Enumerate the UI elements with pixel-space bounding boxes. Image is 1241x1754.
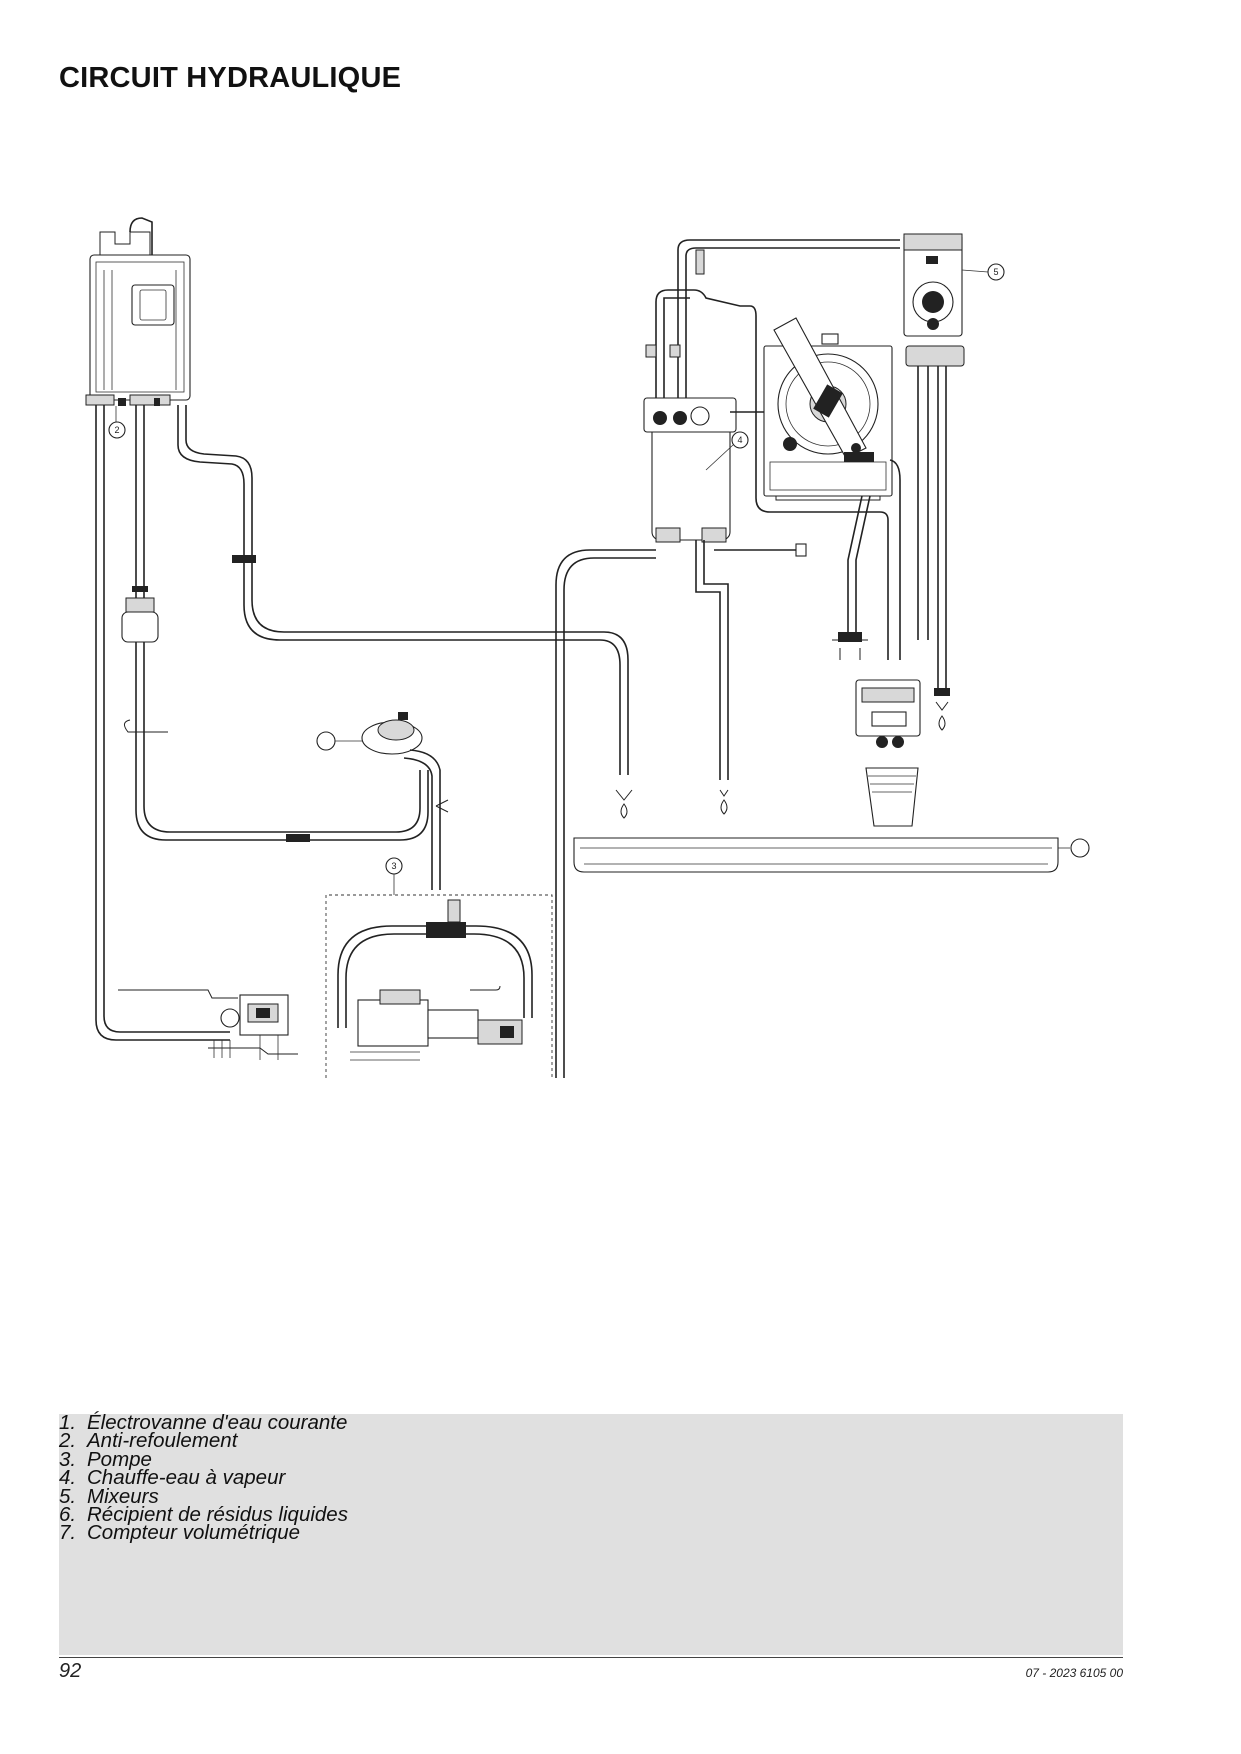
legend-item: 4.Chauffe-eau à vapeur: [59, 1466, 286, 1490]
svg-text:2: 2: [114, 425, 119, 435]
page-title: CIRCUIT HYDRAULIQUE: [59, 62, 402, 94]
callout-4: 4: [705, 431, 749, 471]
svg-text:4: 4: [737, 435, 742, 445]
legend-item: 1.Électrovanne d'eau courante: [59, 1411, 348, 1434]
volumetric-meter: [286, 712, 449, 890]
legend-item: 5.Mixeurs: [59, 1484, 159, 1508]
legend-item: 3.Pompe: [59, 1447, 152, 1471]
pipes-left: [95, 405, 629, 1041]
anti-refoulement-valve: [121, 555, 256, 733]
hydraulic-circuit-diagram: 2 3: [85, 217, 1090, 1078]
footer-divider: [59, 1657, 1123, 1658]
pipes-right: [832, 459, 901, 660]
document-reference: 07 - 2023 6105 00: [1025, 1666, 1123, 1680]
callout-5: 5: [961, 263, 1005, 281]
callout-2: 2: [108, 406, 126, 439]
steam-boiler: [643, 239, 900, 780]
callout-3: 3: [385, 857, 403, 895]
legend-item: 6.Récipient de résidus liquides: [59, 1503, 348, 1527]
page-number: 92: [59, 1660, 82, 1682]
brewing-unit: [763, 317, 893, 501]
inlet-solenoid-valve: [118, 989, 298, 1060]
svg-text:3: 3: [391, 861, 396, 871]
legend-list: 1.Électrovanne d'eau courante 2.Anti-ref…: [59, 1411, 348, 1545]
liquid-waste-container: [573, 837, 1090, 873]
legend-panel: 1.Électrovanne d'eau courante 2.Anti-ref…: [59, 1411, 1123, 1655]
legend-item: 2.Anti-refoulement: [59, 1429, 238, 1453]
mixer-unit: [903, 233, 965, 731]
legend-item: 7.Compteur volumétrique: [59, 1521, 301, 1545]
dispenser-outlet: [855, 679, 921, 827]
pump-assembly: [325, 894, 553, 1078]
water-tank: [85, 217, 191, 406]
pipes-middle: [555, 543, 807, 1078]
svg-text:5: 5: [993, 267, 998, 277]
drip-outlets: [615, 789, 729, 819]
